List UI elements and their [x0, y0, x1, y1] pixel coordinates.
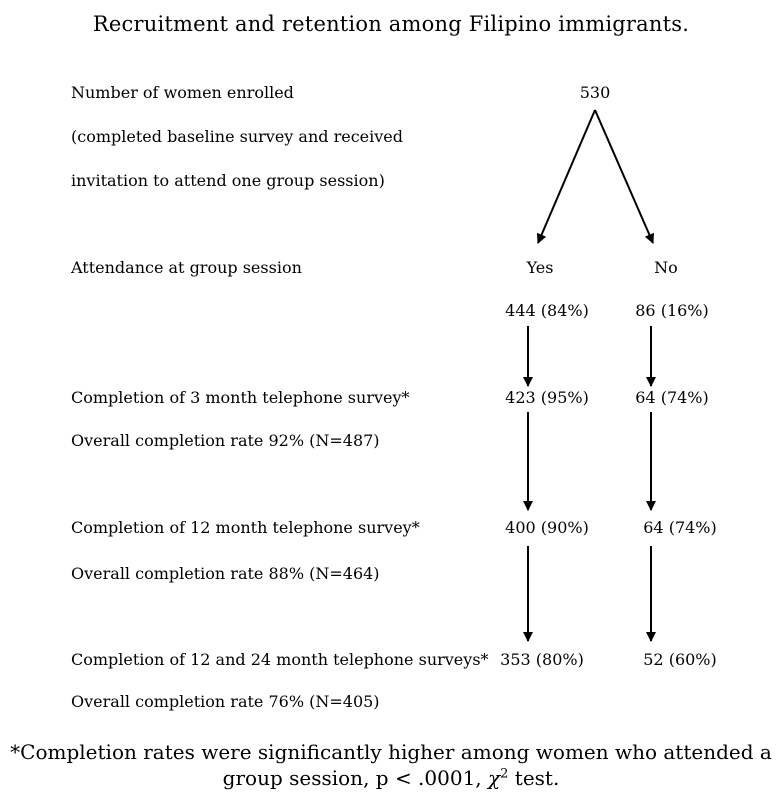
enrolled-note-line1: (completed baseline survey and received: [71, 127, 403, 146]
arrow-to-yes: [536, 109, 596, 244]
attendance-yes-value: 444 (84%): [505, 301, 589, 320]
yes-header: Yes: [526, 258, 554, 277]
month24-yes-value: 353 (80%): [500, 650, 584, 669]
attendance-no-value: 86 (16%): [635, 301, 709, 320]
month12-overall: Overall completion rate 88% (N=464): [71, 564, 380, 583]
month12-no-value: 64 (74%): [643, 518, 717, 537]
enrolled-count: 530: [579, 83, 611, 102]
arrow-to-no: [594, 109, 654, 244]
footnote-line2-end: test.: [508, 766, 560, 790]
month3-yes-value: 423 (95%): [505, 388, 589, 407]
month24-overall: Overall completion rate 76% (N=405): [71, 692, 380, 711]
attendance-label: Attendance at group session: [71, 258, 302, 277]
enrolled-label: Number of women enrolled: [71, 83, 294, 102]
month24-no-value: 52 (60%): [643, 650, 717, 669]
month24-label: Completion of 12 and 24 month telephone …: [71, 650, 489, 669]
enrolled-note-line2: invitation to attend one group session): [71, 171, 385, 190]
footnote-line2: group session, p < .0001, χ2 test.: [0, 766, 782, 790]
chi-superscript: 2: [500, 766, 509, 782]
month12-yes-value: 400 (90%): [505, 518, 589, 537]
diagram-title: Recruitment and retention among Filipino…: [92, 12, 690, 36]
chi-symbol: χ: [488, 766, 501, 790]
month3-no-value: 64 (74%): [635, 388, 709, 407]
footnote-line2-text: group session, p < .0001,: [222, 766, 489, 790]
no-header: No: [654, 258, 678, 277]
month12-label: Completion of 12 month telephone survey*: [71, 518, 420, 537]
footnote-line1: *Completion rates were significantly hig…: [10, 740, 772, 764]
month3-label: Completion of 3 month telephone survey*: [71, 388, 410, 407]
month3-overall: Overall completion rate 92% (N=487): [71, 431, 380, 450]
